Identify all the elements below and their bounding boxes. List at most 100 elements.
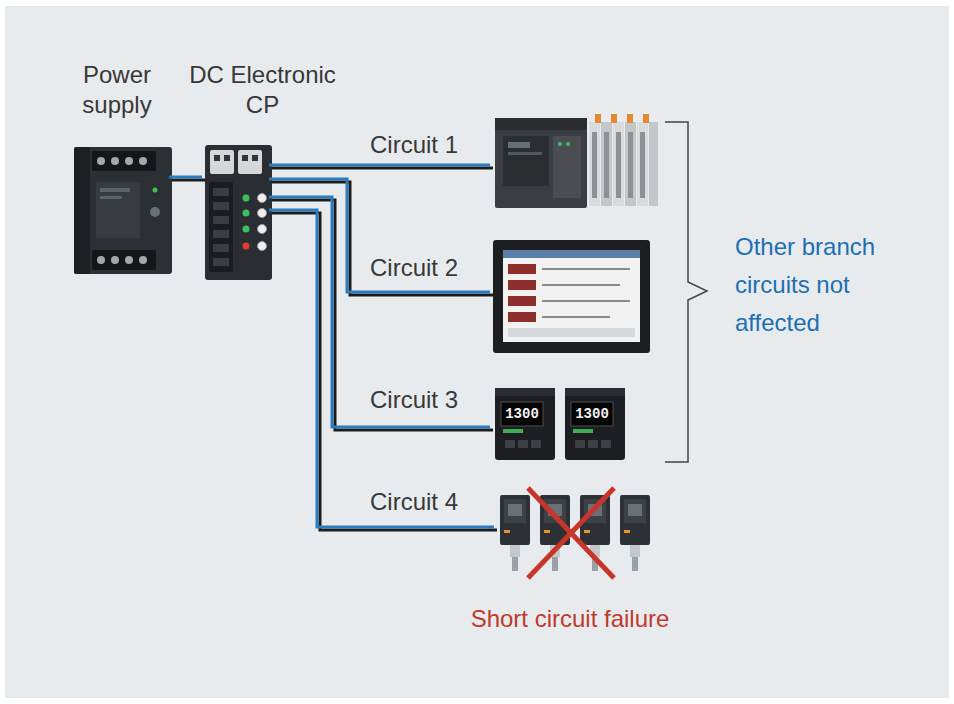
circuit-protector: DC Electronic CP [205, 145, 272, 280]
wire-black [272, 213, 497, 530]
plc-drawing-part [616, 132, 621, 198]
touch-panel-drawing-part [508, 264, 536, 274]
sensor-drawing-part [584, 530, 590, 533]
power-supply-drawing-part [74, 147, 172, 274]
plc-drawing-part [558, 142, 562, 146]
temperature-controller-drawing-part [573, 429, 593, 433]
temperature-controller-drawing-part [565, 388, 625, 396]
power-supply-drawing-part [97, 256, 105, 264]
power-supply-drawing-part [125, 157, 133, 165]
plc-unit: Circuit 1 [493, 115, 660, 212]
label-holder: Other branch circuits not affected [735, 228, 910, 342]
touch-panel-drawing-part [508, 312, 536, 322]
sensor-drawing-part [512, 557, 518, 571]
display-reading: 1300 [503, 406, 541, 422]
power-supply-drawing-part [97, 157, 105, 165]
sensor-drawing-part [500, 495, 530, 545]
wire-black [172, 179, 205, 182]
sensor-drawing-part [552, 557, 558, 571]
sensor-drawing-part [504, 530, 510, 533]
power-supply-drawing-part [111, 256, 119, 264]
sensor-drawing [500, 495, 650, 571]
text-holder: DC Electronic CP [175, 60, 350, 120]
circuit-protector-drawing-part [238, 150, 262, 174]
circuit-label: Circuit 2 [370, 253, 458, 283]
background [5, 6, 949, 698]
circuit-label: Circuit 3 [370, 385, 458, 415]
plc-drawing-part [625, 122, 636, 206]
circuit-protector-drawing-part [252, 155, 258, 161]
device-heading: Power supply [62, 60, 172, 120]
plc-drawing-part [628, 132, 633, 198]
touch-panel-drawing-part [493, 240, 650, 353]
circuit-protector-drawing-part [243, 195, 250, 202]
circuit-protector-drawing-part [214, 155, 220, 161]
plc-drawing-part [589, 122, 600, 206]
touch-panel-drawing-part [503, 250, 640, 342]
plc-drawing [495, 114, 658, 208]
circuit-protector-drawing-part [258, 225, 267, 234]
edge-group [169, 165, 497, 530]
power-supply-drawing-part [139, 157, 147, 165]
power-supply-drawing-part [100, 196, 122, 199]
touch-panel-drawing-part [542, 300, 630, 302]
power-supply-drawing-part [153, 188, 158, 193]
label-holder: Short circuit failure [440, 604, 700, 634]
temperature-controller-drawing-part [503, 429, 523, 433]
plc-drawing-part [503, 136, 549, 186]
temperature-controller-drawing-part [495, 388, 555, 460]
wire-blue [269, 164, 490, 167]
circuit-label: Circuit 1 [370, 130, 458, 160]
circuit-protector-drawing-part [224, 155, 230, 161]
plc-drawing-part [643, 114, 649, 123]
temperature-controller-drawing-part [575, 440, 585, 448]
temperature-controller-drawing-part [565, 388, 625, 460]
circuit-protector-drawing-part [243, 226, 250, 233]
sensor-drawing-part [510, 545, 520, 557]
wire-pair [269, 165, 493, 168]
touch-panel-drawing-part [542, 284, 620, 286]
plc-drawing-part [508, 142, 530, 148]
circuit-protector-drawing-part [205, 145, 272, 280]
temperature-controller-drawing-part [531, 440, 541, 448]
text-holder: 1300 [573, 406, 611, 422]
power-supply: Power supply [72, 145, 172, 275]
plc-drawing-part [495, 118, 587, 130]
failure-note: Short circuit failure [440, 604, 700, 634]
text-holder: 1300 [503, 406, 541, 422]
wire-pair [169, 177, 205, 180]
power-supply-drawing [74, 147, 172, 274]
failure-cross-part [528, 488, 614, 578]
circuit-protector-drawing-part [213, 258, 229, 266]
circuit-protector-drawing-part [258, 194, 267, 203]
touch-panel-drawing-part [542, 316, 610, 318]
power-supply-drawing-part [125, 256, 133, 264]
power-supply-drawing-part [74, 147, 90, 274]
temperature-controller-drawing [495, 388, 625, 460]
wire-black [272, 200, 493, 430]
circuit-protector-drawing-part [213, 188, 229, 196]
circuit-protector-drawing-part [258, 209, 267, 218]
display-reading: 1300 [573, 406, 611, 422]
plc-drawing-part [495, 118, 587, 208]
text-holder: Circuit 4 [370, 487, 458, 517]
touch-panel-drawing-part [508, 280, 536, 290]
sensor-drawing-part [504, 499, 526, 523]
plc-drawing-part [566, 142, 570, 146]
status-note: Other branch circuits not affected [735, 228, 910, 342]
circuit-protector-drawing-part [209, 182, 233, 272]
wire-blue [169, 176, 202, 179]
circuit-protector-drawing-part [213, 244, 229, 252]
sensor-drawing-part [632, 557, 638, 571]
photoelectric-sensor: Circuit 4 [497, 487, 665, 580]
text-holder: Circuit 2 [370, 253, 458, 283]
temperature-controller-drawing-part [518, 440, 528, 448]
text-holder: Power supply [62, 60, 172, 120]
plc-drawing-part [592, 132, 597, 198]
sensor-drawing-part [624, 499, 646, 523]
power-supply-drawing-part [92, 250, 156, 270]
plc-drawing-part [601, 122, 612, 206]
plc-drawing-part [649, 122, 658, 206]
